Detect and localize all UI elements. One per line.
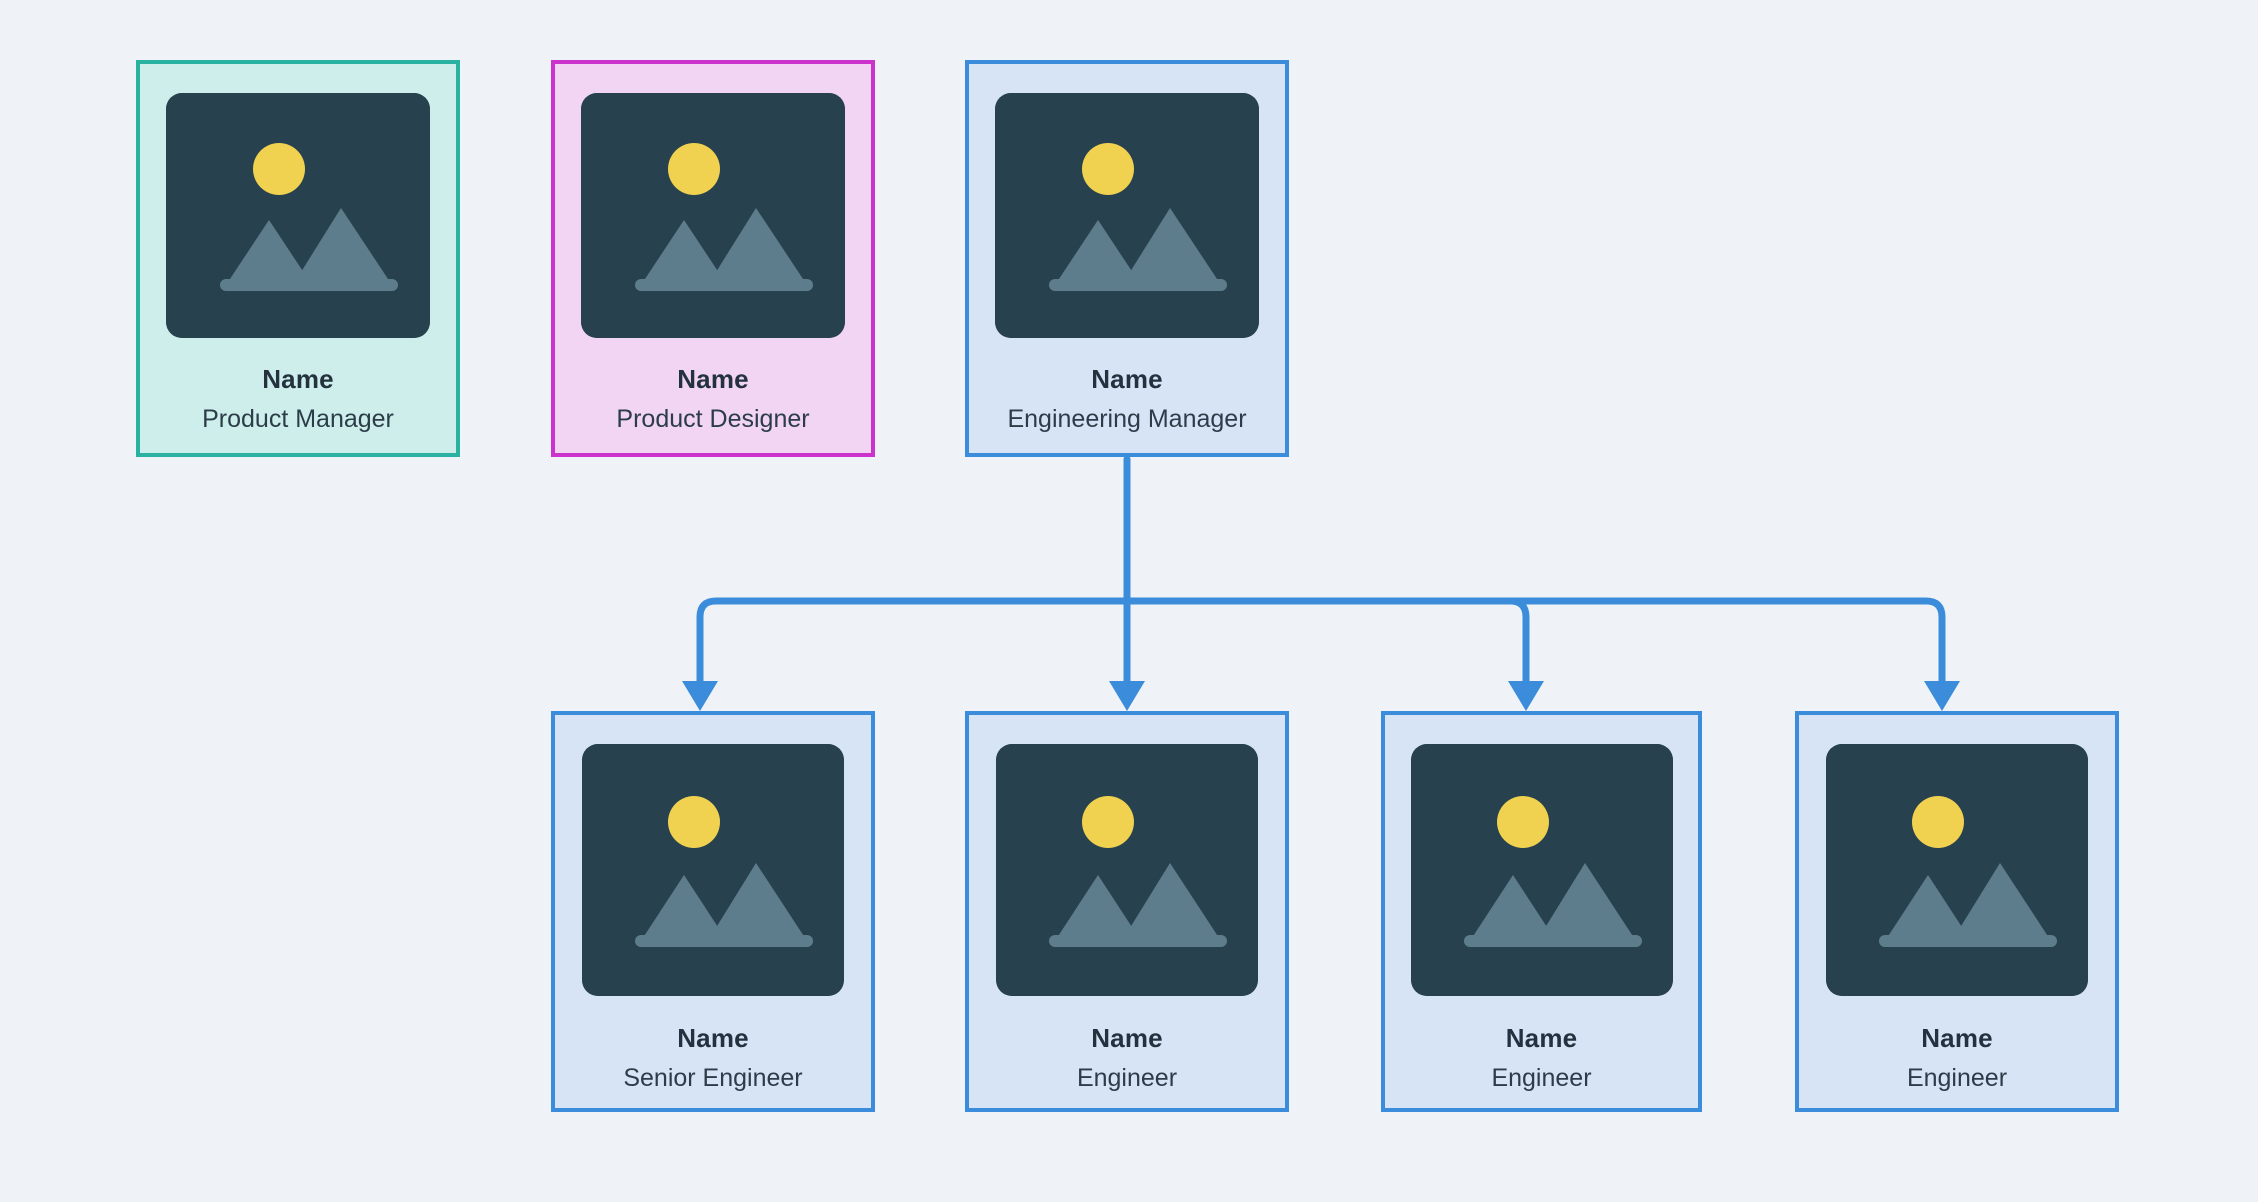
card-role-label: Engineer [1076, 1064, 1178, 1092]
card-name-label: Name [1091, 364, 1163, 394]
card-role-label: Product Designer [616, 405, 810, 433]
image-placeholder-icon [1410, 744, 1673, 996]
edge-to-engineer-2 [1123, 597, 1530, 694]
card-name-label: Name [1091, 1023, 1163, 1053]
thumbnail-engineer-2 [1410, 744, 1673, 996]
card-product-designer[interactable]: Name Product Designer [551, 60, 875, 457]
thumbnail-engineer-1 [996, 744, 1258, 996]
image-placeholder-icon [995, 93, 1259, 338]
card-role-label: Product Manager [202, 405, 394, 433]
card-name-label: Name [677, 1023, 749, 1053]
card-name-label: Name [1505, 1023, 1578, 1053]
card-senior-engineer[interactable]: Name Senior Engineer [551, 711, 875, 1112]
card-name-label: Name [262, 364, 334, 394]
card-role-label: Engineer [1491, 1064, 1592, 1092]
card-name-label: Name [1921, 1023, 1993, 1053]
arrowhead-engineer-3 [1924, 681, 1960, 711]
arrowhead-engineer-2 [1508, 681, 1544, 711]
card-engineering-manager[interactable]: Name Engineering Manager [965, 60, 1289, 457]
image-placeholder-icon [996, 744, 1258, 996]
image-placeholder-icon [1826, 744, 2088, 996]
edge-to-engineer-3 [1123, 597, 1946, 694]
thumbnail-product-designer [581, 93, 845, 338]
arrowhead-engineer-1 [1109, 681, 1145, 711]
arrowhead-senior-engineer [682, 681, 718, 711]
card-product-manager[interactable]: Name Product Manager [136, 60, 460, 457]
card-role-label: Engineering Manager [1007, 405, 1247, 433]
image-placeholder-icon [166, 93, 430, 338]
image-placeholder-icon [581, 93, 845, 338]
image-placeholder-icon [582, 744, 844, 996]
card-role-label: Engineer [1906, 1064, 2008, 1092]
card-engineer-2[interactable]: Name Engineer [1381, 711, 1702, 1112]
thumbnail-engineering-manager [995, 93, 1259, 338]
card-name-label: Name [677, 364, 749, 394]
thumbnail-product-manager [166, 93, 430, 338]
card-role-label: Senior Engineer [623, 1064, 803, 1092]
edge-to-senior-engineer [696, 597, 1131, 694]
card-engineer-1[interactable]: Name Engineer [965, 711, 1289, 1112]
thumbnail-engineer-3 [1826, 744, 2088, 996]
thumbnail-senior-engineer [582, 744, 844, 996]
card-engineer-3[interactable]: Name Engineer [1795, 711, 2119, 1112]
